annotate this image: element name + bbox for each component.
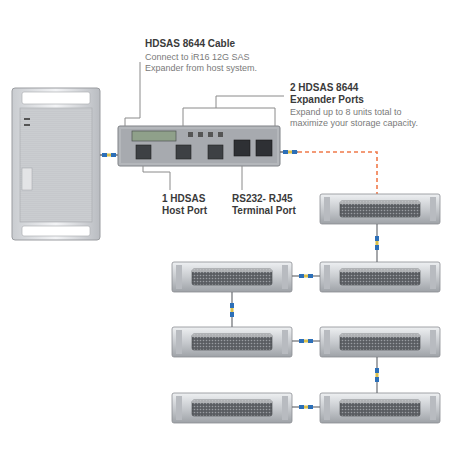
port-label: 1 HDSAS Host Port bbox=[162, 193, 222, 217]
leader-lines bbox=[125, 62, 284, 190]
storage-chassis bbox=[172, 194, 440, 423]
callout-title: 2 HDSAS 8644 Expander Ports bbox=[290, 82, 374, 106]
expansion-cable bbox=[280, 150, 377, 194]
callout-note: Connect to iR16 12G SAS Expander from ho… bbox=[145, 52, 267, 74]
chain-cables bbox=[230, 224, 379, 409]
callout-title: HDSAS 8644 Cable bbox=[145, 38, 315, 50]
sas-expander bbox=[118, 126, 280, 166]
host-computer bbox=[12, 88, 100, 240]
host-cable bbox=[100, 153, 118, 157]
callout-note: Expand up to 8 units total to maximize y… bbox=[290, 107, 442, 129]
port-label: RS232- RJ45 Terminal Port bbox=[232, 193, 310, 217]
